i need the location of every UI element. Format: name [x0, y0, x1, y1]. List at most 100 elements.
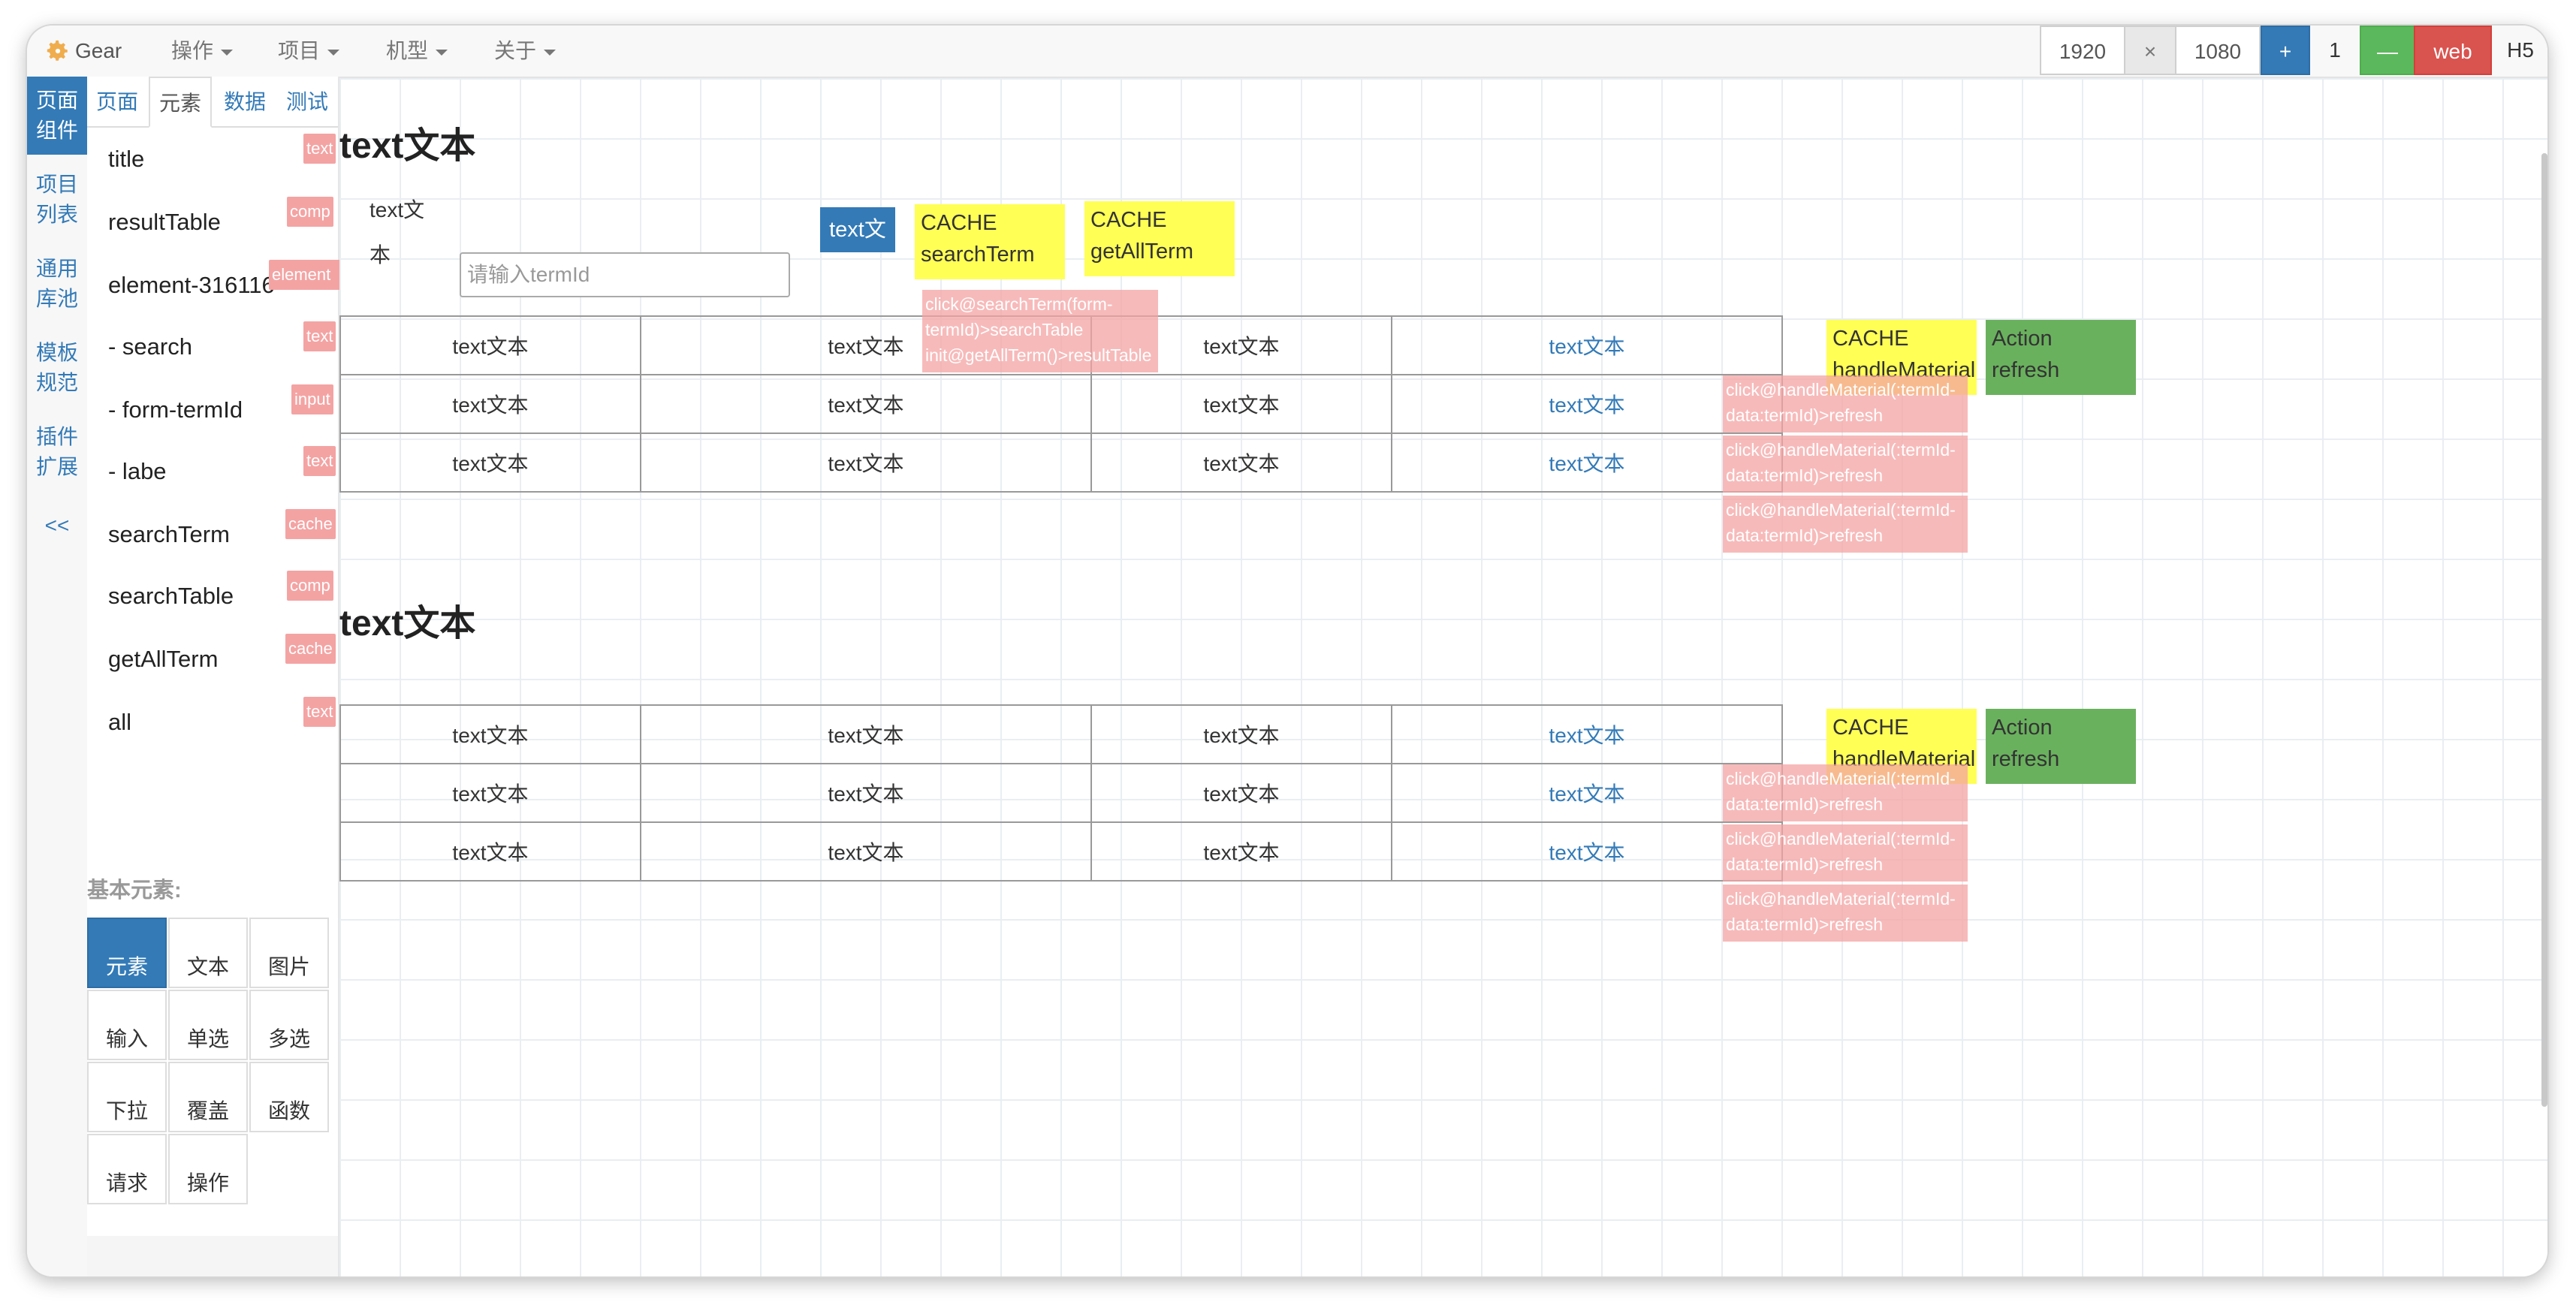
event-annotation-row[interactable]: click@handleMaterial(:termId- data:termI… [1723, 375, 1968, 432]
element-button-input[interactable]: 输入 [87, 990, 167, 1060]
tab-element[interactable]: 元素 [149, 77, 212, 128]
action-refresh[interactable]: Action refresh [1986, 709, 2136, 784]
rail-item-page-components[interactable]: 页面 组件 [27, 77, 87, 155]
table-cell: text文本 [640, 821, 1092, 882]
tree-item-label: all [108, 709, 132, 735]
section-title[interactable]: text文本 [339, 604, 476, 643]
chevron-down-icon [436, 49, 448, 56]
menu-operations[interactable]: 操作 [171, 26, 234, 77]
menu-project[interactable]: 项目 [278, 26, 340, 77]
width-input[interactable]: 1920 [2040, 26, 2125, 75]
rail-item-project-list[interactable]: 项目 列表 [35, 173, 78, 226]
action-refresh[interactable]: Action refresh [1986, 320, 2136, 395]
type-tag: cache [285, 509, 336, 539]
h5-mode-button[interactable]: H5 [2493, 26, 2547, 75]
tree-item[interactable]: getAllTerm [108, 637, 333, 682]
element-button-overlay[interactable]: 覆盖 [168, 1062, 248, 1132]
tree-item[interactable]: resultTable [108, 200, 333, 245]
search-table: text文本 text文本 text文本 text文本 text文本 text文… [339, 704, 1783, 882]
rail-item-library[interactable]: 通用 库池 [35, 257, 78, 310]
tab-test[interactable]: 测试 [285, 90, 328, 113]
tree-item[interactable]: - search [108, 324, 333, 369]
table-cell: text文本 [339, 315, 641, 375]
tab-data[interactable]: 数据 [223, 90, 266, 113]
chevron-down-icon [544, 49, 557, 56]
tree-item[interactable]: title [108, 137, 333, 182]
table-link[interactable]: text文本 [1391, 315, 1783, 375]
element-button-text[interactable]: 文本 [168, 918, 248, 988]
element-button-action[interactable]: 操作 [168, 1134, 248, 1204]
tree-item-label: - form-termId [108, 396, 243, 423]
term-id-input[interactable] [460, 252, 790, 297]
element-button-request[interactable]: 请求 [87, 1134, 167, 1204]
element-button-checkbox[interactable]: 多选 [249, 990, 329, 1060]
element-button-function[interactable]: 函数 [249, 1062, 329, 1132]
basic-elements-label: 基本元素: [87, 879, 182, 903]
event-annotation-row[interactable]: click@handleMaterial(:termId- data:termI… [1723, 885, 1968, 942]
table-row: text文本 text文本 text文本 text文本 [339, 763, 1783, 823]
tree-item-label: getAllTerm [108, 646, 219, 672]
table-cell: text文本 [640, 432, 1092, 493]
element-button-image[interactable]: 图片 [249, 918, 329, 988]
table-cell: text文本 [1090, 432, 1392, 493]
component-panel: 页面 元素 数据 测试 title text resultTable comp … [87, 77, 341, 1276]
element-button-element[interactable]: 元素 [87, 918, 167, 988]
tree-item[interactable]: searchTable [108, 574, 333, 619]
element-button-select[interactable]: 下拉 [87, 1062, 167, 1132]
zoom-in-button[interactable]: + [2261, 26, 2310, 75]
collapse-button[interactable]: << [44, 514, 70, 537]
table-cell: text文本 [339, 432, 641, 493]
menu-about-label: 关于 [494, 39, 537, 62]
table-link[interactable]: text文本 [1391, 432, 1783, 493]
brand[interactable]: Gear [45, 26, 165, 77]
event-annotation-row[interactable]: click@handleMaterial(:termId- data:termI… [1723, 764, 1968, 821]
menu-project-label: 项目 [278, 39, 321, 62]
tree-item-label: searchTerm [108, 521, 230, 547]
form-label[interactable]: text文 本 [370, 198, 425, 267]
menu-model[interactable]: 机型 [386, 26, 448, 77]
tree-item-label: - search [108, 333, 192, 360]
tree-item[interactable]: element-316116 [108, 263, 333, 308]
table-cell: text文本 [1090, 374, 1392, 434]
cache-get-all-term[interactable]: CACHE getAllTerm [1084, 201, 1235, 276]
event-annotation-row[interactable]: click@handleMaterial(:termId- data:termI… [1723, 496, 1968, 553]
table-link[interactable]: text文本 [1391, 763, 1783, 823]
tree-item[interactable]: all [108, 700, 333, 745]
tree-item-label: title [108, 146, 145, 172]
table-row: text文本 text文本 text文本 text文本 [339, 821, 1783, 882]
canvas-scrollbar[interactable] [2541, 153, 2547, 1107]
table-cell: text文本 [640, 704, 1092, 764]
table-cell: text文本 [1090, 704, 1392, 764]
table-link[interactable]: text文本 [1391, 704, 1783, 764]
tree-item[interactable]: - labe [108, 449, 333, 494]
panel-footer [87, 1236, 338, 1276]
type-tag: comp [287, 571, 333, 601]
search-button[interactable]: text文 [820, 207, 895, 252]
tab-page[interactable]: 页面 [95, 90, 138, 113]
left-rail: 页面 组件 项目 列表 通用 库池 模板 规范 插件 扩展 << [27, 77, 89, 1276]
rail-item-templates[interactable]: 模板 规范 [35, 341, 78, 394]
event-annotation-row[interactable]: click@handleMaterial(:termId- data:termI… [1723, 824, 1968, 882]
height-input[interactable]: 1080 [2175, 26, 2261, 75]
app-window: Gear 操作 项目 机型 关于 1920 × 1080 + 1 — web H… [27, 26, 2547, 1276]
element-button-radio[interactable]: 单选 [168, 990, 248, 1060]
tree-item[interactable]: searchTerm [108, 512, 333, 557]
chevron-down-icon [327, 49, 340, 56]
event-annotation-row[interactable]: click@handleMaterial(:termId- data:termI… [1723, 436, 1968, 493]
type-tag: text [303, 321, 336, 351]
menu-about[interactable]: 关于 [494, 26, 557, 77]
zoom-out-button[interactable]: — [2360, 26, 2415, 75]
brand-label: Gear [75, 39, 122, 62]
page-title[interactable]: text文本 [339, 126, 476, 166]
cache-search-term[interactable]: CACHE searchTerm [915, 204, 1065, 279]
table-link[interactable]: text文本 [1391, 821, 1783, 882]
tree-item[interactable]: - form-termId [108, 387, 333, 432]
design-canvas[interactable]: text文本 text文 本 text文 CACHE searchTerm CA… [339, 78, 2547, 1276]
table-cell: text文本 [339, 763, 641, 823]
type-tag: text [303, 134, 336, 164]
event-annotation-search[interactable]: click@searchTerm(form-termId)>searchTabl… [922, 290, 1158, 372]
web-mode-button[interactable]: web [2414, 26, 2492, 75]
table-link[interactable]: text文本 [1391, 374, 1783, 434]
gear-logo-icon [47, 40, 68, 61]
rail-item-plugins[interactable]: 插件 扩展 [35, 425, 78, 478]
